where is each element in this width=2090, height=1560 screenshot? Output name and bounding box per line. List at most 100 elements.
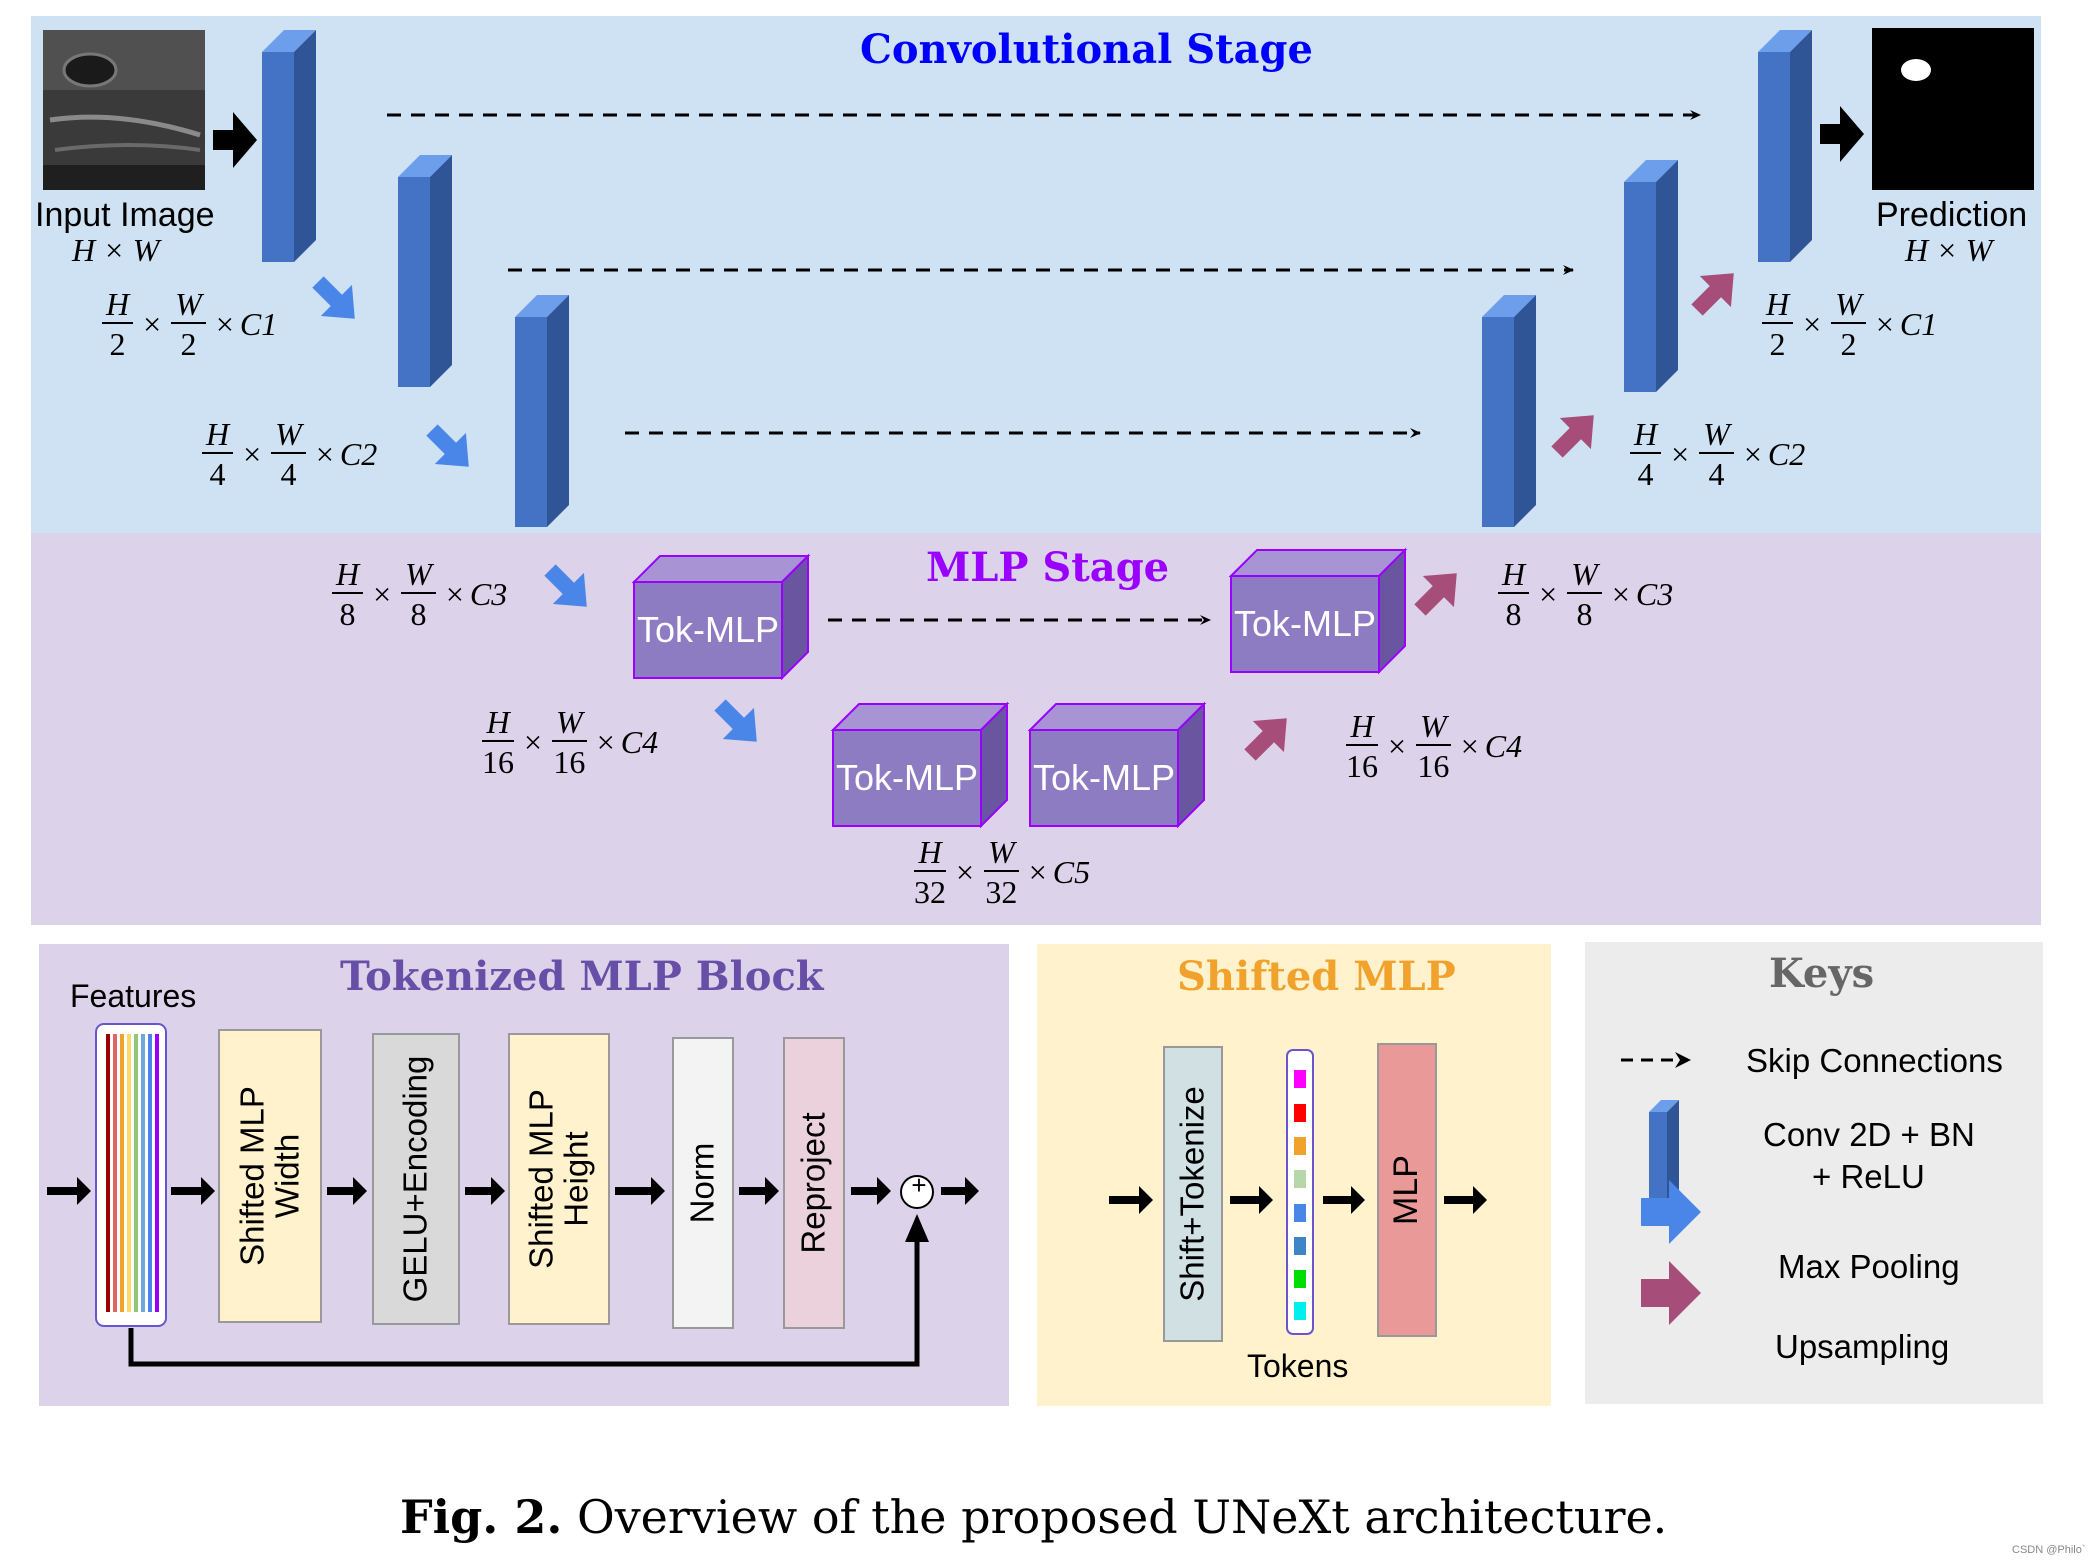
gelu-encoding-label: GELU+Encoding (396, 1055, 434, 1303)
flow-arrow (327, 1177, 367, 1205)
tokenized-mlp-block-title: Tokenized MLP Block (340, 953, 824, 1000)
input-dims: H × W (72, 232, 160, 268)
flow-arrow (1820, 106, 1864, 162)
upsampling-key-icon (1641, 1261, 1701, 1325)
upsampling-arrow (1404, 557, 1473, 626)
flow-arrow (739, 1177, 779, 1205)
tok-mlp-label: Tok-MLP (835, 757, 979, 798)
residual-arrow-head (905, 1214, 929, 1242)
flow-arrow (213, 112, 257, 168)
max-pooling-arrow (416, 414, 485, 483)
figure-caption-text: Overview of the proposed UNeXt architect… (576, 1490, 1668, 1544)
flow-arrow (941, 1177, 979, 1205)
norm-label-wrap: Norm (673, 1038, 733, 1328)
features-label: Features (70, 978, 197, 1014)
skip-connections-key-label: Skip Connections (1746, 1042, 2003, 1079)
tok-mlp-label: Tok-MLP (636, 609, 780, 650)
input-image-label: Input Image (35, 196, 215, 234)
residual-connection (128, 1240, 920, 1367)
mlp-stage-title: MLP Stage (926, 544, 1170, 591)
reproject-box (783, 1037, 845, 1329)
conv-block-decoder-2 (1624, 160, 1678, 392)
upsampling-key-label: Upsampling (1775, 1328, 1950, 1365)
conv-key-label-line2: + ReLU (1812, 1158, 1925, 1195)
upsampling-arrow (1541, 399, 1610, 468)
tokens-label: Tokens (1247, 1348, 1349, 1384)
shifted-mlp-height-box (508, 1033, 610, 1325)
flow-arrow (465, 1177, 505, 1205)
flow-arrow (1109, 1186, 1153, 1214)
shifted-mlp-width-box (218, 1029, 322, 1323)
flow-arrow (171, 1177, 215, 1205)
prediction-dims: H × W (1905, 232, 1993, 268)
mlp-box (1377, 1043, 1437, 1337)
upsampling-arrow (1234, 702, 1303, 771)
tok-mlp-block-decoder-1 (1228, 547, 1408, 675)
conv-block-encoder-1 (262, 30, 316, 262)
shift-tokenize-box (1163, 1046, 1223, 1342)
max-pooling-arrow (534, 554, 603, 623)
sum-symbol: + (911, 1170, 927, 1200)
upsampling-arrow (1681, 257, 1750, 326)
gelu-encoding-box (372, 1033, 460, 1325)
norm-box (672, 1037, 734, 1329)
tok-mlp-block-bottleneck-2 (1027, 701, 1207, 829)
reproject-label-wrap: Reproject (784, 1038, 844, 1328)
max-pooling-key-icon (1641, 1180, 1701, 1244)
flow-arrow (1323, 1186, 1365, 1214)
max-pooling-arrow (704, 689, 773, 758)
figure-caption-prefix: Fig. 2. (400, 1490, 563, 1544)
shifted-mlp-title: Shifted MLP (1177, 953, 1456, 1000)
max-pooling-arrow (302, 266, 371, 335)
flow-arrow (47, 1177, 91, 1205)
prediction-label: Prediction (1876, 196, 2028, 234)
flow-arrow (615, 1177, 665, 1205)
norm-label: Norm (683, 1142, 721, 1224)
tok-mlp-label: Tok-MLP (1032, 757, 1176, 798)
tok-mlp-label: Tok-MLP (1233, 603, 1377, 644)
keys-legend-icons (1621, 1052, 1701, 1325)
tokenized-mlp-block-diagram (47, 1023, 979, 1367)
gelu-encoding-label-wrap: GELU+Encoding (373, 1034, 459, 1324)
conv-block-encoder-2 (398, 155, 452, 387)
input-image (43, 30, 205, 190)
watermark: CSDN @Philo` (2012, 1544, 2086, 1556)
flow-arrow (1444, 1186, 1487, 1214)
figure-caption: Fig. 2. Overview of the proposed UNeXt a… (400, 1490, 1667, 1544)
conv-block-decoder-1 (1758, 30, 1812, 262)
tok-mlp-block-encoder-1 (631, 553, 811, 681)
skip-connection-key-icon (1621, 1052, 1691, 1068)
conv-key-label-line1: Conv 2D + BN (1763, 1116, 1975, 1153)
conv-block-key-icon (1649, 1100, 1679, 1208)
mlp-label: MLP (1387, 1155, 1426, 1225)
flow-arrow (851, 1177, 891, 1205)
sum-node (900, 1175, 934, 1209)
conv-block-encoder-3 (515, 295, 569, 527)
shifted-mlp-diagram (1109, 1043, 1487, 1342)
tokens-box (1286, 1049, 1314, 1335)
features-box (95, 1023, 167, 1327)
reproject-label: Reproject (794, 1112, 832, 1254)
tok-mlp-block-bottleneck-1 (830, 701, 1010, 829)
convolutional-stage-title: Convolutional Stage (860, 26, 1313, 73)
mlp-label-wrap: MLP (1378, 1044, 1436, 1336)
convolutional-stage-panel (31, 16, 2041, 533)
shift-tokenize-label: Shift+Tokenize (1173, 1086, 1211, 1302)
architecture-diagram (43, 28, 2034, 829)
conv-block-decoder-3 (1482, 295, 1536, 527)
max-pooling-key-label: Max Pooling (1778, 1248, 1960, 1285)
shift-tokenize-label-wrap: Shift+Tokenize (1164, 1047, 1222, 1341)
keys-title: Keys (1769, 950, 1875, 997)
